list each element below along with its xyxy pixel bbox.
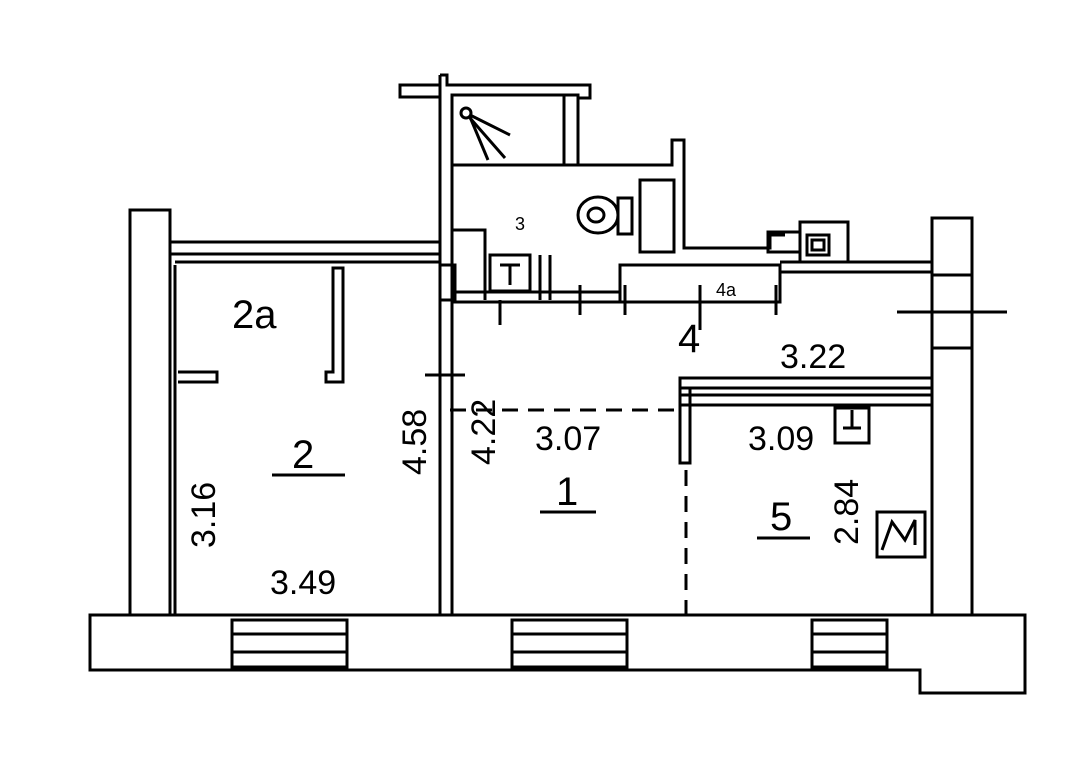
stove-icon [833, 406, 871, 445]
shower-icon [459, 106, 511, 161]
room-1-label: 1 [556, 470, 578, 514]
bottom-wall [88, 613, 1027, 695]
room-3-label: 3 [515, 214, 525, 234]
dim-4-58: 4.58 [396, 409, 434, 475]
room-4a-label: 4a [716, 280, 737, 300]
right-outer-wall [930, 216, 974, 617]
dim-3-49: 3.49 [270, 564, 336, 602]
dim-3-09: 3.09 [748, 420, 814, 458]
dim-4-22: 4.22 [465, 399, 503, 465]
dim-3-07: 3.07 [535, 420, 601, 458]
room2-top-wall [168, 240, 442, 256]
dim-2-84: 2.84 [828, 479, 866, 545]
dim-3-22: 3.22 [780, 338, 846, 376]
window-right [810, 618, 889, 669]
dim-3-16: 3.16 [185, 482, 223, 548]
room-5-label: 5 [770, 495, 792, 539]
sink-icon [638, 178, 676, 254]
partition-2-1 [438, 298, 454, 617]
window-left [230, 618, 349, 669]
radiator-icon [875, 510, 927, 559]
window-middle [510, 618, 629, 669]
partition-1-5 [678, 376, 934, 390]
room-4-label: 4 [678, 317, 700, 361]
washbasin-icon [488, 253, 532, 293]
left-outer-wall [128, 208, 172, 617]
toilet-icon [576, 195, 634, 236]
room-2a-label: 2a [232, 293, 277, 337]
closet-2a-partition [324, 266, 345, 384]
room-2-label: 2 [292, 433, 314, 477]
bathroom-wall [440, 73, 785, 250]
